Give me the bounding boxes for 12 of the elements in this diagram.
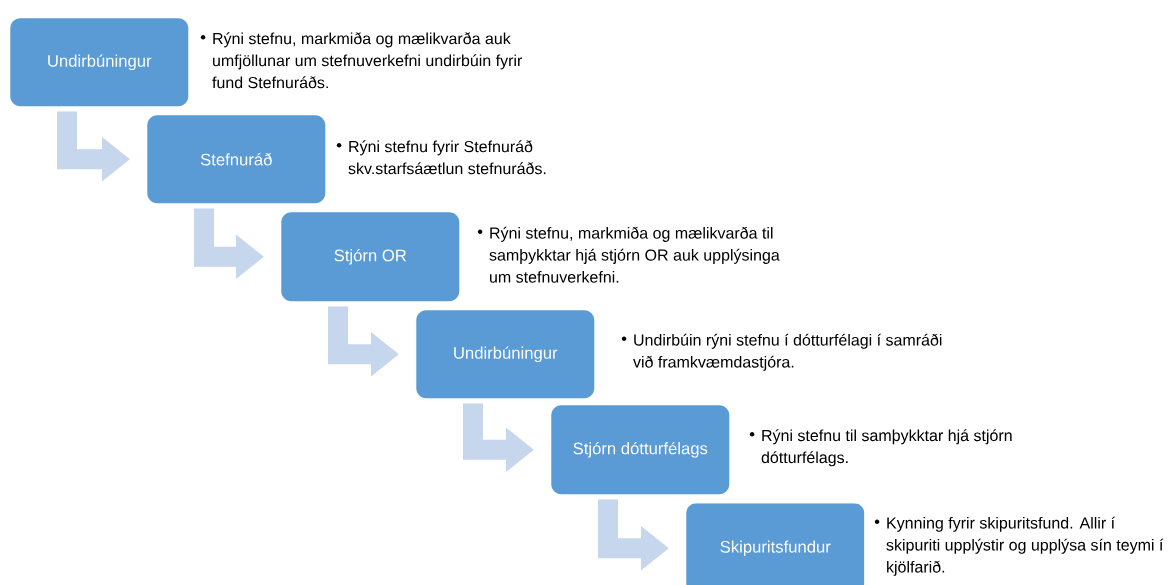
process-box: Undirbúningur [416, 310, 595, 399]
bullet-text: Rýni stefnu til samþykktar hjá stjórn dótturfélags. [749, 429, 1012, 467]
bullet-text: Undirbúin rýni stefnu í dótturfélagi í samráði við framkvæmdastjóra. [621, 333, 942, 371]
bullet-text: Rýni stefnu, markmiða og mælikvarða til samþykktar hjá stjórn OR auk upplýsinga um stefnuverkefni. [477, 226, 780, 283]
process-box: Undirbúningur [10, 18, 189, 107]
process-box: Skipuritsfundur [686, 503, 865, 585]
process-box: Stjórn dótturfélags [551, 405, 730, 495]
bullet-text: Rýni stefnu, markmiða og mælikvarða auk umfjöllunar um stefnuverkefni undirbúin fyrir fund Stefnuráðs. [200, 32, 523, 89]
bullet-text: Rýni stefnu fyrir Stefnuráð skv.starfsáætlun stefnuráðs. [336, 140, 546, 175]
bullet-text: Kynning fyrir skipuritsfund. Allir í skipuriti upplýstir og upplýsa sín teymi í kjölfarið. [874, 516, 1164, 576]
process-box: Stjórn OR [281, 212, 460, 302]
process-box: Stefnuráð [147, 115, 326, 204]
